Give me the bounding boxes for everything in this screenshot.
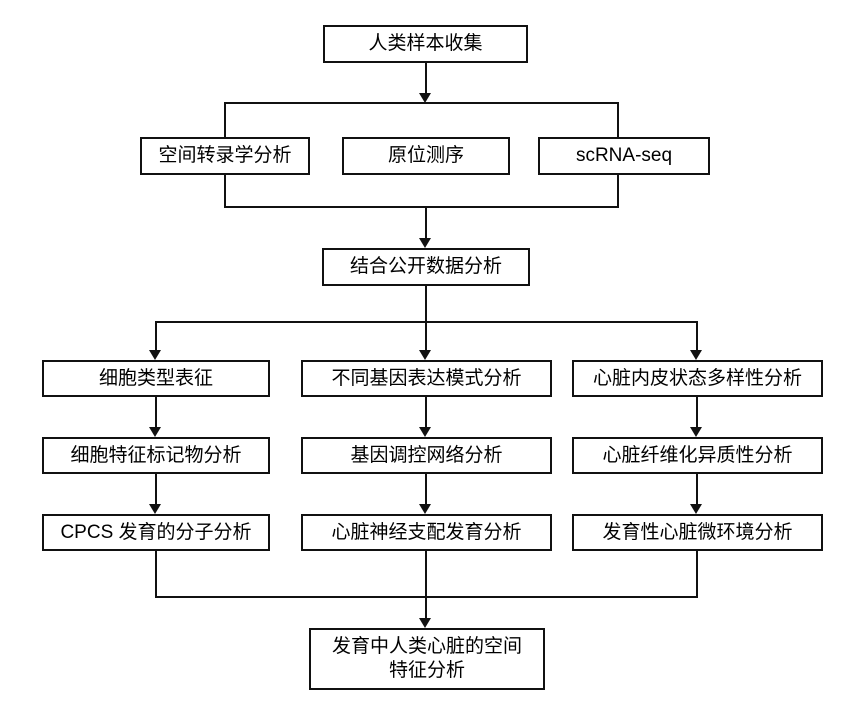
node-gene-network: 基因调控网络分析 bbox=[301, 437, 552, 474]
connector-merge-left bbox=[155, 551, 157, 598]
node-sample-collection: 人类样本收集 bbox=[323, 25, 528, 63]
node-cpcs-analysis: CPCS 发育的分子分析 bbox=[42, 514, 270, 551]
arrowhead-markers-to-cpcs bbox=[149, 504, 161, 514]
arrowhead-bus-to-public bbox=[419, 238, 431, 248]
node-innervation: 心脏神经支配发育分析 bbox=[301, 514, 552, 551]
connector-network-to-innervation bbox=[425, 474, 427, 505]
node-spatial-transcriptomics: 空间转录学分析 bbox=[140, 137, 310, 175]
arrowhead-network-to-innervation bbox=[419, 504, 431, 514]
node-cell-type: 细胞类型表征 bbox=[42, 360, 270, 397]
arrowhead-endothelial-to-fibrosis bbox=[690, 427, 702, 437]
node-microenvironment: 发育性心脏微环境分析 bbox=[572, 514, 823, 551]
arrowhead-fibrosis-to-microenv bbox=[690, 504, 702, 514]
arrowhead-split-middle bbox=[419, 350, 431, 360]
final-node-line1: 发育中人类心脏的空间 bbox=[331, 636, 522, 658]
connector-celltype-to-markers bbox=[155, 397, 157, 428]
connector-expression-to-network bbox=[425, 397, 427, 428]
connector-merge-right bbox=[696, 551, 698, 598]
node-public-data: 结合公开数据分析 bbox=[322, 248, 530, 286]
node-scrna-seq: scRNA-seq bbox=[538, 137, 710, 175]
arrowhead-celltype-to-markers bbox=[149, 427, 161, 437]
connector-sample-to-bus bbox=[425, 63, 427, 94]
connector-merge-to-final bbox=[425, 551, 427, 619]
arrowhead-merge-to-final bbox=[419, 618, 431, 628]
connector-endothelial-to-fibrosis bbox=[696, 397, 698, 428]
node-gene-expression: 不同基因表达模式分析 bbox=[301, 360, 552, 397]
arrowhead-sample-to-bus bbox=[419, 93, 431, 103]
connector-bus-to-public bbox=[425, 208, 427, 239]
connector-split-left bbox=[155, 321, 157, 351]
split-line bbox=[155, 321, 698, 323]
bus-top-line bbox=[224, 102, 619, 104]
node-endothelial: 心脏内皮状态多样性分析 bbox=[572, 360, 823, 397]
arrowhead-split-left bbox=[149, 350, 161, 360]
node-fibrosis: 心脏纤维化异质性分析 bbox=[572, 437, 823, 474]
connector-fibrosis-to-microenv bbox=[696, 474, 698, 505]
bus-bottom-line bbox=[224, 206, 619, 208]
final-node-line2: 特征分析 bbox=[388, 660, 465, 681]
connector-split-right bbox=[696, 321, 698, 351]
connector-markers-to-cpcs bbox=[155, 474, 157, 505]
arrowhead-expression-to-network bbox=[419, 427, 431, 437]
node-in-situ-sequencing: 原位测序 bbox=[342, 137, 510, 175]
arrowhead-split-right bbox=[690, 350, 702, 360]
connector-public-to-split bbox=[425, 286, 427, 351]
node-cell-markers: 细胞特征标记物分析 bbox=[42, 437, 270, 474]
node-final-analysis: 发育中人类心脏的空间 特征分析 bbox=[309, 628, 545, 690]
